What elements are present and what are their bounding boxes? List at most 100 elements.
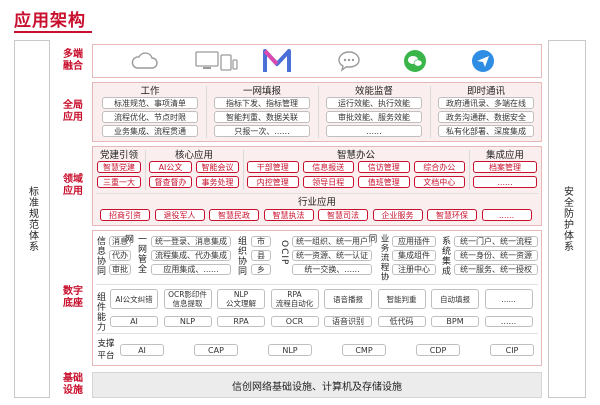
global-item[interactable]: ...... (326, 125, 422, 137)
domain-item[interactable]: 督查督办 (149, 176, 192, 188)
info-collab-item[interactable]: 审批 (109, 264, 131, 275)
global-item[interactable]: 运行效能、执行效能 (326, 97, 422, 109)
domain-item[interactable]: 综合办公 (413, 161, 465, 173)
global-item[interactable]: 指标下发、指标管理 (214, 97, 310, 109)
org-level-item[interactable]: 乡 (251, 264, 271, 275)
domain-group-title: 党建引领 (99, 149, 138, 161)
org-level-item[interactable]: 县 (251, 250, 271, 261)
global-item[interactable]: 私有化部署、深度集成 (438, 125, 534, 137)
component-item[interactable]: AI公文纠错 (110, 289, 158, 309)
ocip-item[interactable]: 统一交换、...... (292, 264, 372, 275)
page-title: 应用架构 (14, 11, 86, 31)
standards-system-label: 标准规范体系 (26, 186, 38, 252)
global-item[interactable]: 政务沟通群、数据安全 (438, 111, 534, 123)
component-item[interactable]: 自动填报 (431, 289, 479, 309)
security-system-label: 安全防护体系 (561, 186, 573, 252)
component-item[interactable]: OCR影印件 信息提取 (163, 289, 212, 309)
org-level-item[interactable]: 市 (251, 236, 271, 247)
component-tech[interactable]: BPM (431, 316, 479, 327)
security-system-column: 安全防护体系 (548, 40, 586, 398)
component-item[interactable]: NLP 公文理解 (217, 289, 265, 309)
domain-item[interactable]: 智能会议 (196, 161, 239, 173)
base-divider-1 (96, 284, 538, 285)
component-item[interactable]: 语音播报 (324, 289, 372, 309)
flow-item[interactable]: 集成组件 (392, 250, 436, 261)
domain-item[interactable]: 值班管理 (358, 176, 410, 188)
global-item[interactable]: 只报一次、...... (214, 125, 310, 137)
info-collab-item[interactable]: 消息 (109, 236, 131, 247)
domain-item[interactable]: 信息报送 (302, 161, 354, 173)
unified-net-item[interactable]: 应用集成、...... (151, 264, 231, 275)
industry-item[interactable]: 退役军人 (154, 209, 205, 221)
domain-item[interactable]: 智慧党建 (97, 161, 141, 173)
ocip-item[interactable]: 统一组织、统一用户 (292, 236, 372, 247)
domain-item[interactable]: ...... (473, 176, 537, 188)
flow-item[interactable]: 应用插件 (392, 236, 436, 247)
devices-icon (194, 48, 238, 74)
component-tech[interactable]: RPA (217, 316, 265, 327)
component-tech[interactable]: AI (110, 316, 158, 327)
ocip-item[interactable]: 统一资源、统一认证 (292, 250, 372, 261)
component-tech[interactable]: ...... (484, 316, 533, 327)
global-item[interactable]: 业务集成、流程贯通 (102, 125, 198, 137)
domain-item[interactable]: 内控管理 (247, 176, 299, 188)
domain-item[interactable]: 信访管理 (358, 161, 410, 173)
infrastructure-bar: 信创网络基础设施、计算机及存储设施 (92, 372, 542, 398)
org-collab-label: 组织协同 (236, 236, 246, 276)
industry-item[interactable]: 招商引资 (100, 209, 150, 221)
industry-item[interactable]: 智慧执法 (263, 209, 314, 221)
platform-item[interactable]: CAP (194, 344, 238, 356)
flow-item[interactable]: 注册中心 (392, 264, 436, 275)
global-column-title: 工作 (140, 86, 160, 97)
domain-item[interactable]: 事务处理 (196, 176, 239, 188)
component-item[interactable]: ...... (484, 289, 533, 309)
component-tech[interactable]: OCR (270, 316, 319, 327)
cloud-icon (128, 48, 160, 74)
flow-collab-label: 业务流程协同 (367, 234, 389, 282)
platform-item[interactable]: AI (120, 344, 164, 356)
domain-item[interactable]: 档案管理 (473, 161, 537, 173)
domain-item[interactable]: 干部管理 (247, 161, 299, 173)
industry-item[interactable]: 企业服务 (372, 209, 423, 221)
global-item[interactable]: 政府通讯录、多端在线 (438, 97, 534, 109)
component-item[interactable]: 智能判重 (377, 289, 426, 309)
global-item[interactable]: 智能判重、数据关联 (214, 111, 310, 123)
component-item[interactable]: RPA 流程自动化 (270, 289, 319, 309)
domain-divider (96, 193, 538, 194)
info-collab-label: 信息协同 (95, 236, 105, 276)
sys-integration-item[interactable]: 统一门户、统一流程 (454, 236, 538, 247)
industry-item[interactable]: ...... (481, 209, 532, 221)
row-label-global-app: 全局应用 (56, 84, 90, 140)
component-tech[interactable]: 语音识别 (324, 316, 372, 327)
row-label-digital-base-text: 数字底座 (63, 286, 83, 309)
domain-item[interactable]: AI公文 (149, 161, 192, 173)
industry-item[interactable]: 智慧司法 (318, 209, 368, 221)
sys-integration-item[interactable]: 统一服务、统一授权 (454, 264, 538, 275)
column-divider (430, 86, 431, 138)
domain-group-title: 智慧办公 (336, 149, 375, 161)
row-label-infrastructure-text: 基础设施 (63, 373, 83, 396)
domain-item[interactable]: 领导日程 (302, 176, 354, 188)
component-tech[interactable]: 低代码 (377, 316, 426, 327)
industry-item[interactable]: 智慧环保 (427, 209, 477, 221)
info-collab-item[interactable]: 代办 (109, 250, 131, 261)
global-item[interactable]: 审批效能、服务效能 (326, 111, 422, 123)
global-column-title: 一网填报 (242, 86, 281, 97)
component-tech[interactable]: NLP (163, 316, 212, 327)
unified-net-item[interactable]: 流程集成、代办集成 (151, 250, 231, 261)
global-item[interactable]: 流程优化、节点时限 (102, 111, 198, 123)
send-icon (470, 48, 496, 74)
platform-item[interactable]: CIP (490, 344, 534, 356)
sys-integration-item[interactable]: 统一身份、统一资源 (454, 250, 538, 261)
platform-item[interactable]: NLP (268, 344, 312, 356)
global-column-title: 效能监督 (354, 86, 393, 97)
platform-item[interactable]: CMP (342, 344, 386, 356)
row-label-multi-end: 多端融合 (56, 44, 90, 78)
platform-item[interactable]: CDP (416, 344, 460, 356)
standards-system-column: 标准规范体系 (14, 40, 50, 398)
domain-item[interactable]: 文档中心 (413, 176, 465, 188)
domain-item[interactable]: 三重一大 (97, 176, 141, 188)
global-item[interactable]: 标准规范、事项清单 (102, 97, 198, 109)
unified-net-item[interactable]: 统一登录、消息集成 (151, 236, 231, 247)
industry-item[interactable]: 智慧民政 (209, 209, 259, 221)
